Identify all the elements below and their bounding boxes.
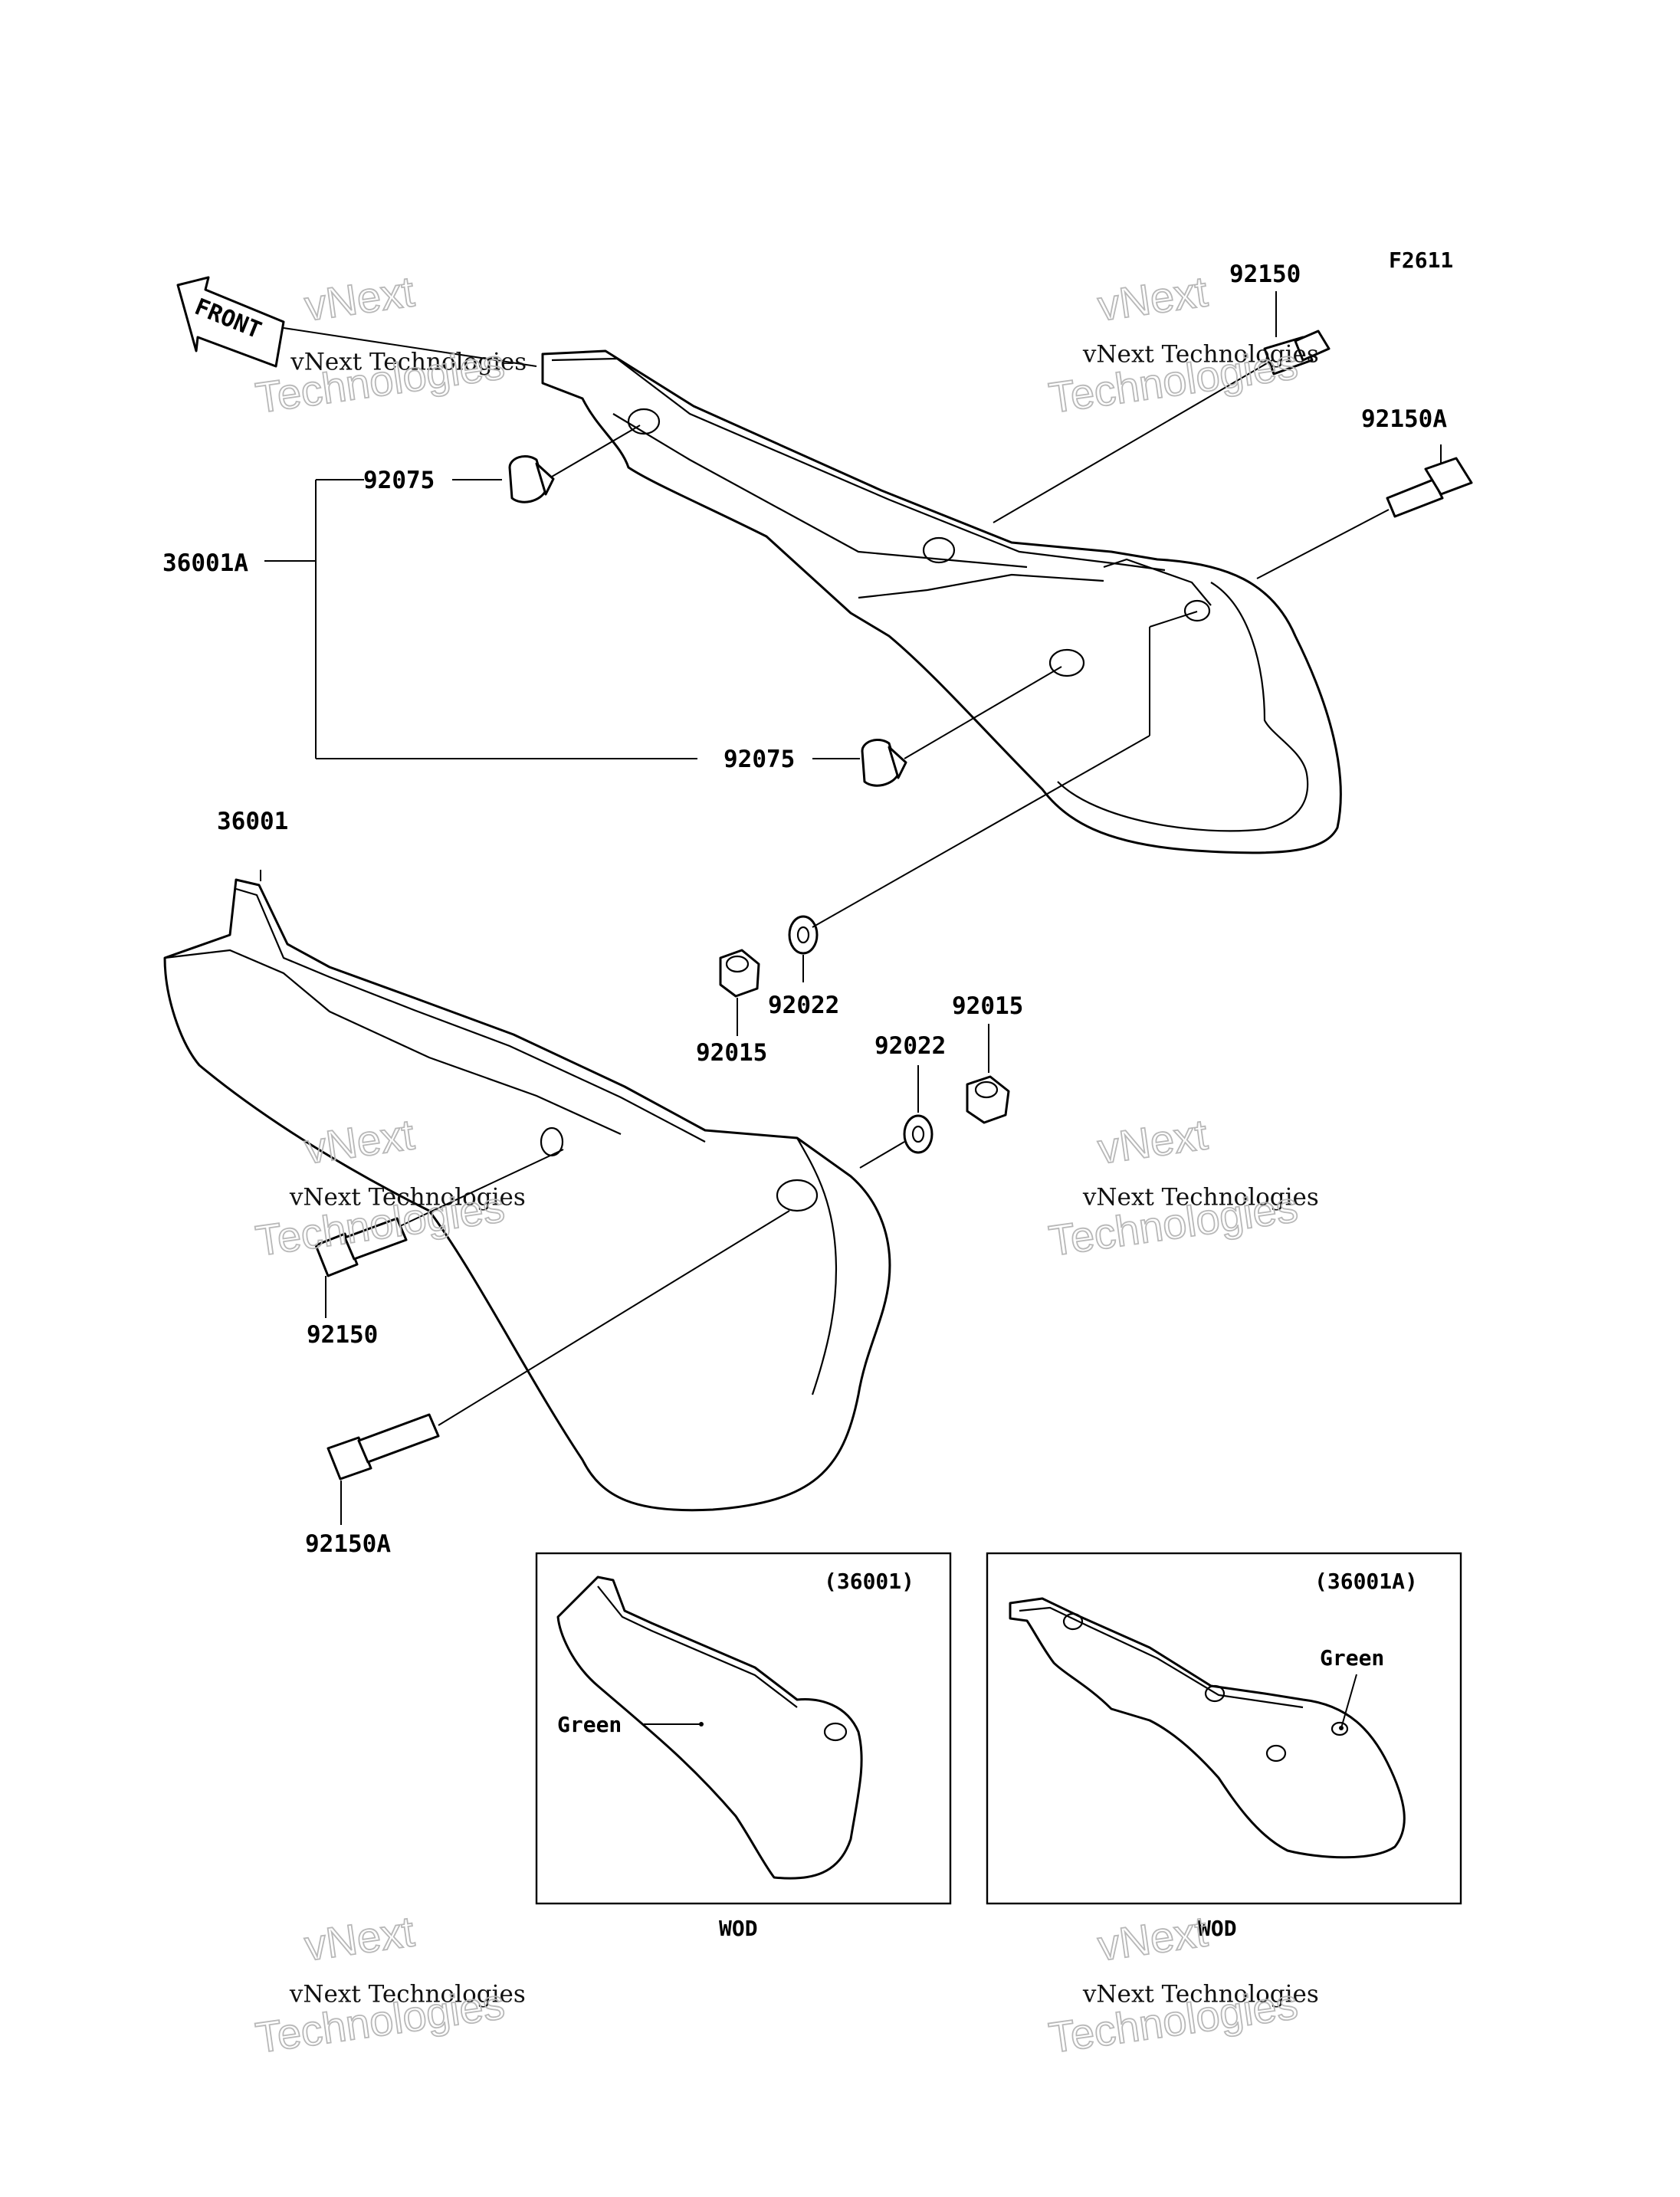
figure-code: F2611	[1389, 248, 1453, 273]
label-92075-top: 92075	[363, 467, 435, 494]
svg-text:vNext: vNext	[1095, 1907, 1211, 1969]
svg-text:vNext Technologies: vNext Technologies	[289, 1980, 526, 2008]
watermark-5: vNext vNext Technologies Technologies	[252, 1906, 526, 2062]
leader-lines	[260, 291, 1442, 1525]
svg-text:vNext: vNext	[1095, 267, 1211, 330]
grommet-92075-bottom-icon	[861, 739, 907, 787]
svg-text:vNext Technologies: vNext Technologies	[1082, 340, 1319, 368]
washer-92022-upper-icon	[788, 915, 819, 955]
watermark-4: vNext vNext Technologies Technologies	[1045, 1109, 1319, 1265]
nut-92015-lower-icon	[966, 1075, 1010, 1124]
inset-right-part: (36001A)	[1314, 1569, 1418, 1594]
label-92015-lower: 92015	[952, 992, 1023, 1020]
svg-text:vNext Technologies: vNext Technologies	[289, 1183, 526, 1211]
label-92015-upper: 92015	[696, 1039, 767, 1067]
label-92150-top: 92150	[1229, 261, 1301, 288]
side-cover-left-36001	[163, 878, 891, 1512]
watermark-6: vNext vNext Technologies Technologies	[1045, 1906, 1319, 2062]
bolt-92150-top-icon	[1263, 330, 1331, 375]
label-92150a-lower: 92150A	[305, 1530, 391, 1558]
svg-text:vNext: vNext	[1095, 1110, 1211, 1172]
label-92075-bottom: 92075	[724, 746, 795, 773]
grommet-92075-top-icon	[508, 455, 555, 503]
inset-left-caption: WOD	[719, 1916, 758, 1941]
svg-text:vNext: vNext	[302, 1907, 418, 1969]
washer-92022-lower-icon	[903, 1114, 934, 1154]
bolt-92150a-top-icon	[1386, 457, 1473, 518]
bolt-92150-lower-icon	[314, 1217, 408, 1277]
bolt-92150a-lower-icon	[326, 1413, 440, 1481]
label-92150-lower: 92150	[307, 1321, 378, 1349]
label-36001a: 36001A	[162, 549, 248, 577]
nut-92015-upper-icon	[719, 949, 760, 998]
label-92150a-top: 92150A	[1361, 405, 1447, 433]
front-arrow-icon: FRONT	[176, 276, 285, 368]
watermark-1: vNext vNext Technologies Technologies	[252, 266, 527, 422]
inset-36001a-wod: (36001A) Green WOD	[986, 1552, 1462, 1941]
label-36001: 36001	[217, 808, 288, 835]
inset-left-part: (36001)	[824, 1569, 914, 1594]
side-cover-right-36001a	[541, 349, 1342, 854]
inset-left-color: Green	[557, 1712, 622, 1737]
label-92022-upper: 92022	[768, 992, 839, 1019]
svg-text:vNext Technologies: vNext Technologies	[1082, 1980, 1319, 2008]
inset-36001-wod: (36001) Green WOD	[535, 1552, 952, 1941]
inset-right-color: Green	[1320, 1645, 1384, 1671]
svg-text:vNext Technologies: vNext Technologies	[290, 348, 527, 375]
label-92022-lower: 92022	[874, 1032, 946, 1060]
svg-text:vNext Technologies: vNext Technologies	[1082, 1183, 1319, 1211]
svg-text:vNext: vNext	[302, 267, 418, 330]
inset-right-caption: WOD	[1198, 1916, 1237, 1941]
